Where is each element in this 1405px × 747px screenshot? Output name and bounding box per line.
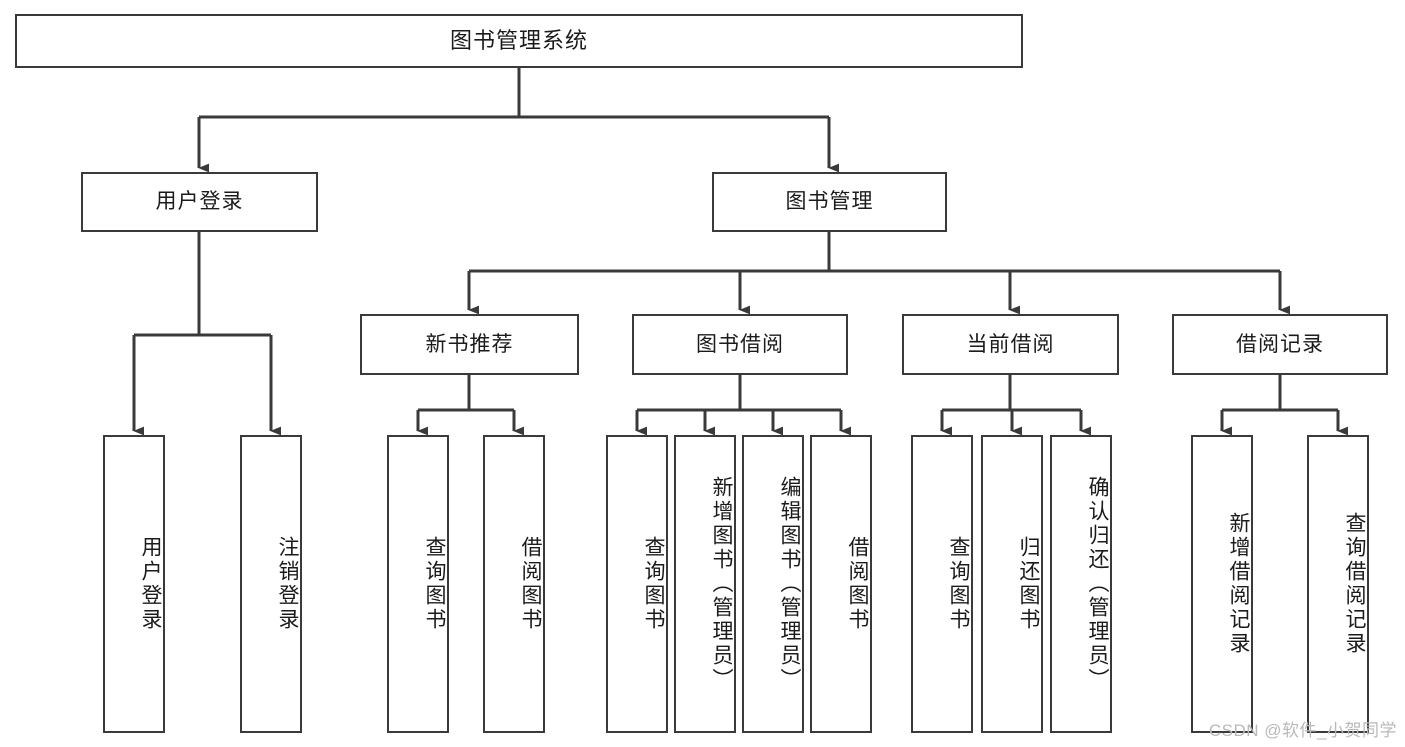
node-leaf-confirm-return[interactable]: 确认归还（管理员）: [1050, 435, 1112, 733]
node-label: 用户登录: [155, 190, 244, 214]
node-label: 归还图书: [1017, 536, 1040, 632]
node-label: 图书管理系统: [449, 27, 588, 53]
node-label: 注销登录: [276, 536, 299, 632]
node-label: 借阅图书: [846, 536, 869, 632]
node-user-login[interactable]: 用户登录: [81, 172, 318, 232]
node-label: 确认归还（管理员）: [1086, 476, 1109, 692]
node-label: 借阅图书: [519, 536, 542, 632]
node-leaf-query-book-2[interactable]: 查询图书: [606, 435, 668, 733]
node-label: 查询借阅记录: [1343, 512, 1366, 656]
node-leaf-add-book[interactable]: 新增图书（管理员）: [674, 435, 736, 733]
node-leaf-query-book-3[interactable]: 查询图书: [911, 435, 973, 733]
watermark-label: CSDN @软件_小贺同学: [1208, 721, 1397, 740]
node-current-borrow[interactable]: 当前借阅: [902, 314, 1119, 375]
node-label: 查询图书: [642, 536, 665, 632]
node-label: 当前借阅: [966, 332, 1055, 356]
node-book-borrow[interactable]: 图书借阅: [632, 314, 848, 375]
node-leaf-return-book[interactable]: 归还图书: [981, 435, 1043, 733]
node-book-manage[interactable]: 图书管理: [712, 172, 947, 232]
node-label: 查询图书: [423, 536, 446, 632]
node-label: 新书推荐: [425, 332, 514, 356]
node-leaf-user-logout[interactable]: 注销登录: [240, 435, 302, 733]
node-new-book-rec[interactable]: 新书推荐: [360, 314, 579, 375]
node-label: 图书管理: [785, 190, 874, 214]
node-leaf-query-book-1[interactable]: 查询图书: [387, 435, 449, 733]
node-borrow-record[interactable]: 借阅记录: [1172, 314, 1388, 375]
node-label: 新增图书（管理员）: [710, 476, 733, 692]
node-leaf-borrow-book-2[interactable]: 借阅图书: [810, 435, 872, 733]
node-leaf-edit-book[interactable]: 编辑图书（管理员）: [742, 435, 804, 733]
node-root[interactable]: 图书管理系统: [15, 14, 1023, 68]
node-label: 借阅记录: [1236, 332, 1324, 356]
node-leaf-borrow-book-1[interactable]: 借阅图书: [483, 435, 545, 733]
node-label: 查询图书: [947, 536, 970, 632]
node-leaf-user-login[interactable]: 用户登录: [103, 435, 165, 733]
node-label: 用户登录: [139, 536, 162, 632]
node-label: 图书借阅: [696, 332, 784, 356]
node-leaf-add-record[interactable]: 新增借阅记录: [1191, 435, 1253, 733]
node-label: 新增借阅记录: [1227, 512, 1250, 656]
node-leaf-query-record[interactable]: 查询借阅记录: [1307, 435, 1369, 733]
node-label: 编辑图书（管理员）: [778, 476, 801, 692]
